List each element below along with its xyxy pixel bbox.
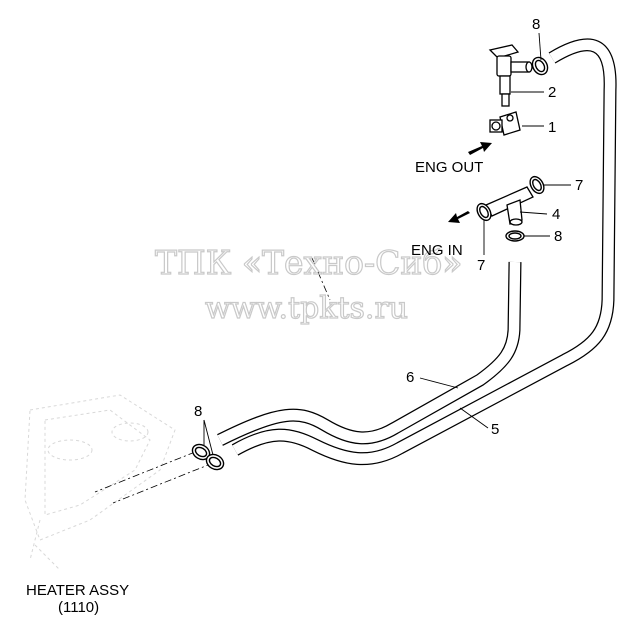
eng-out-label: ENG OUT [415, 159, 483, 176]
eng-in-arrow-icon [448, 211, 470, 223]
eng-in-label: ENG IN [411, 242, 463, 259]
part-label-5: 5 [491, 421, 499, 438]
hose-5 [231, 38, 617, 466]
clamp-heater-upper [191, 443, 211, 461]
tee-fitting [485, 186, 534, 226]
part-label-8-tee: 8 [554, 228, 562, 245]
heater-assy-outline [24, 394, 176, 571]
part-label-7-tee: 7 [575, 177, 583, 194]
part-label-7-left: 7 [477, 257, 485, 274]
watermark-title: ТПК «Техно-Сиб» [155, 243, 462, 282]
leader-lines [203, 32, 571, 456]
hose-6 [217, 261, 522, 446]
engine-fitting [489, 111, 521, 136]
clamp-heater-lower [205, 453, 225, 471]
clamp-tee-right [529, 175, 545, 195]
watermark: ТПК «Техно-Сиб» www.tpkts.ru [154, 242, 463, 326]
projection-lines [94, 257, 331, 504]
clamp-tee-bottom [505, 230, 525, 242]
part-label-2: 2 [548, 84, 556, 101]
part-label-4: 4 [552, 206, 560, 223]
part-label-1: 1 [548, 119, 556, 136]
part-label-6: 6 [406, 369, 414, 386]
clamp-tee-left [476, 202, 492, 222]
clamp-top [531, 56, 549, 76]
eng-out-arrow-icon [468, 142, 492, 155]
part-label-8-top: 8 [532, 16, 540, 33]
watermark-url: www.tpkts.ru [205, 291, 408, 326]
part-label-8-heater: 8 [194, 403, 202, 420]
heater-valve [488, 44, 533, 107]
heater-assy-code: (1110) [58, 599, 99, 616]
heater-assy-title: HEATER ASSY [26, 582, 129, 599]
